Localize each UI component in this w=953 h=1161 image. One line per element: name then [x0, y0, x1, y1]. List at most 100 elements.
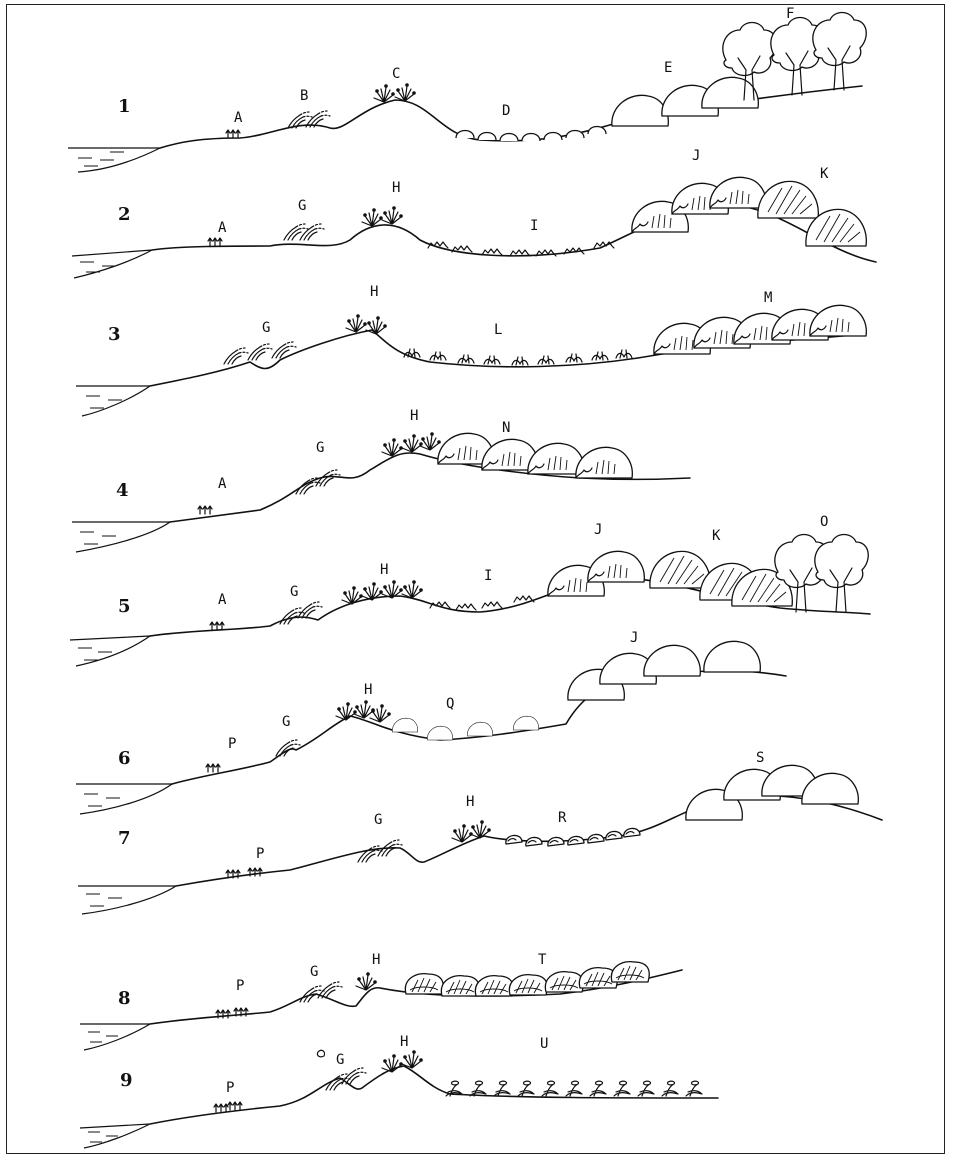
creeping-plant-icon: [614, 1081, 630, 1096]
zone-label: I: [530, 218, 538, 234]
tussock-icon: [402, 434, 423, 452]
zone-label: Q: [446, 696, 454, 712]
tree-icon: [815, 535, 868, 613]
zone-label: I: [484, 568, 492, 584]
creeping-plant-icon: [686, 1081, 702, 1096]
rosette-plant-icon: [616, 350, 632, 358]
dune-grass-icon: [298, 602, 322, 618]
zone-label: A: [218, 592, 227, 608]
shrub-icon: [513, 716, 538, 730]
zone-label: H: [372, 952, 380, 968]
pioneer-grass-icon: [234, 1008, 248, 1016]
zone-label: G: [374, 812, 382, 828]
low-mound-icon: [500, 134, 518, 142]
zone-label: D: [502, 103, 510, 119]
rosette-plant-icon: [512, 357, 528, 365]
pioneer-grass-icon: [248, 868, 262, 876]
tussock-icon: [402, 580, 423, 598]
zone-label: H: [410, 408, 418, 424]
zone-label: G: [310, 964, 318, 980]
shrub-icon: [810, 305, 866, 336]
tree-icon: [813, 13, 866, 91]
zone-label: R: [558, 810, 567, 826]
creeping-plant-icon: [566, 1081, 582, 1096]
profile-row-7: 7 P G H R S: [78, 750, 882, 914]
zone-label: J: [594, 522, 602, 538]
zone-label: P: [236, 978, 244, 994]
shrub-icon: [588, 551, 644, 582]
pioneer-grass-icon: [226, 870, 240, 878]
zone-label: S: [756, 750, 764, 766]
row-number: 9: [120, 1070, 133, 1091]
cushion-plant-icon: [606, 831, 622, 840]
low-shrub-icon: [456, 604, 476, 610]
tussock-icon: [362, 208, 383, 226]
tussock-icon: [366, 316, 387, 334]
zone-label: K: [712, 528, 721, 544]
creeping-plant-icon: [542, 1081, 558, 1096]
pioneer-grass-icon: [210, 622, 224, 630]
pioneer-grass-icon: [208, 238, 222, 246]
zone-label: U: [540, 1036, 548, 1052]
zone-label: G: [316, 440, 324, 456]
zone-label: J: [630, 630, 638, 646]
zone-label: H: [400, 1034, 408, 1050]
zone-label: N: [502, 420, 510, 436]
dune-grass-icon: [284, 224, 308, 240]
low-mound-icon: [522, 134, 540, 142]
row-number: 7: [118, 828, 131, 849]
zone-d-bumps: [456, 127, 606, 142]
low-mound-icon: [456, 131, 474, 139]
shrub-icon: [612, 95, 668, 126]
pioneer-grass-icon: [228, 1102, 242, 1110]
zone-label: H: [370, 284, 378, 300]
creeping-plant-icon: [638, 1081, 654, 1096]
ground-profile: [150, 1066, 718, 1124]
row-number: 5: [118, 596, 131, 617]
cushion-plant-icon: [548, 837, 564, 846]
pioneer-grass-icon: [198, 506, 212, 514]
tussock-icon: [382, 206, 403, 224]
rosette-plant-icon: [484, 356, 500, 364]
row-number: 3: [108, 324, 121, 345]
zone-label: G: [298, 198, 306, 214]
creeping-plant-icon: [662, 1081, 678, 1096]
dune-grass-icon: [272, 342, 296, 358]
zone-t-cushions: [405, 962, 649, 996]
zone-label: P: [228, 736, 236, 752]
row-number: 8: [118, 988, 131, 1009]
shrub-icon: [427, 726, 452, 740]
zone-label: L: [494, 322, 502, 338]
zone-label: P: [256, 846, 264, 862]
tussock-icon: [354, 700, 375, 718]
zone-label: K: [820, 166, 829, 182]
tussock-icon: [374, 84, 395, 102]
zone-label: F: [786, 6, 794, 22]
creeping-plant-icon: [518, 1081, 534, 1096]
cushion-shrub-icon: [509, 975, 547, 995]
pioneer-grass-icon: [214, 1104, 228, 1112]
dune-grass-icon: [280, 608, 304, 624]
profile-row-9: 9 P G H U: [80, 1034, 718, 1148]
zone-label: B: [300, 88, 308, 104]
row-number: 2: [118, 204, 131, 225]
cushion-shrub-icon: [405, 974, 443, 994]
dune-grass-icon: [248, 344, 272, 360]
shrub-icon: [702, 77, 758, 108]
shrub-icon: [704, 641, 760, 672]
zone-label: H: [380, 562, 388, 578]
water-ripples: [78, 152, 124, 166]
rosette-plant-icon: [458, 355, 474, 363]
zone-label: G: [290, 584, 298, 600]
pioneer-grass-icon: [216, 1010, 230, 1018]
pioneer-grass-icon: [206, 764, 220, 772]
rosette-plant-icon: [566, 354, 582, 362]
cushion-plant-icon: [526, 837, 542, 846]
cushion-shrub-icon: [441, 976, 479, 996]
dense-shrub-icon: [650, 551, 710, 588]
cushion-plant-icon: [588, 834, 604, 843]
profile-row-2: 2 A G H I J K: [72, 148, 876, 278]
profile-row-6: 6 P G H Q J: [76, 630, 786, 814]
rosette-plant-icon: [404, 349, 420, 357]
tussock-icon: [402, 1050, 423, 1068]
